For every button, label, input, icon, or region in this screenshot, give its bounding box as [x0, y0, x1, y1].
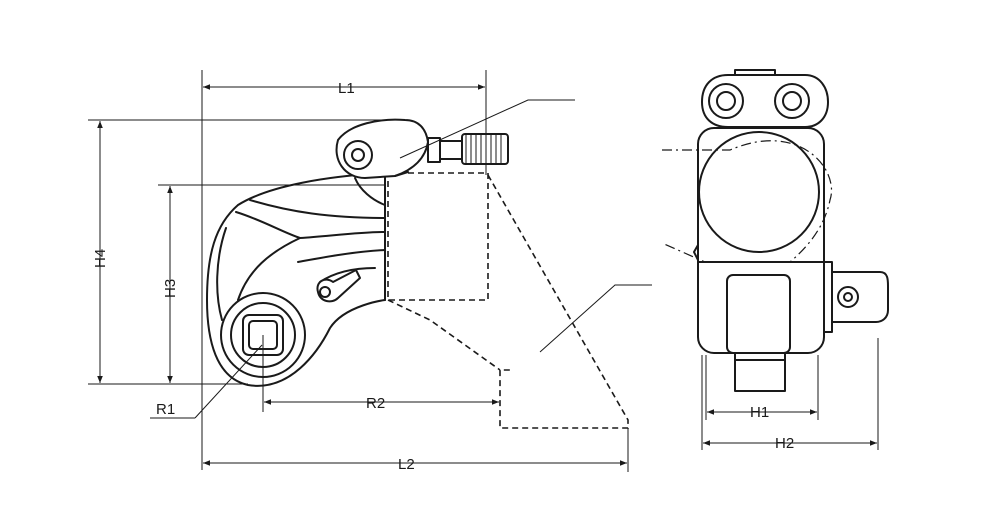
front-view: [661, 69, 889, 392]
hose-coupler: [427, 133, 509, 165]
side-view: [206, 118, 629, 429]
label-h3: H3: [162, 279, 179, 298]
label-r2: R2: [366, 395, 385, 412]
label-h2: H2: [775, 435, 794, 452]
label-l2: L2: [398, 456, 415, 473]
dimension-lines: [88, 70, 879, 472]
swivel-head: [335, 118, 429, 179]
label-r1: R1: [156, 401, 175, 418]
reaction-arm-outline: [387, 172, 629, 429]
label-l1: L1: [338, 80, 355, 97]
label-h1: H1: [750, 404, 769, 421]
body-pin: [316, 269, 361, 303]
label-h4: H4: [92, 249, 109, 268]
dimension-labels: L1 L2 R2 R1 H1 H2 H4 H3: [92, 80, 794, 473]
